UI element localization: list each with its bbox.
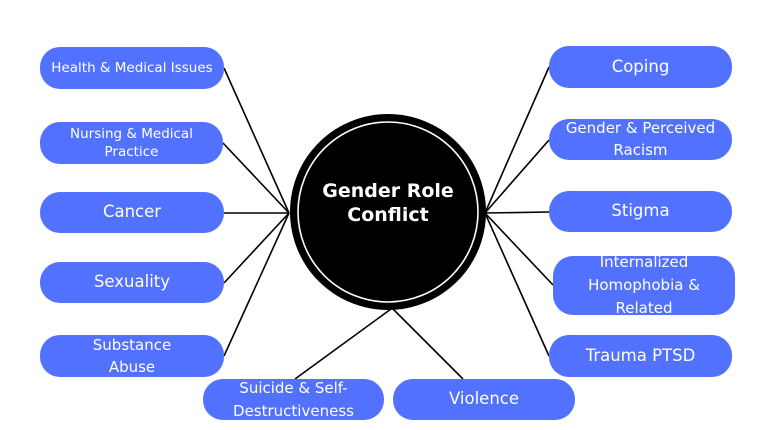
connector-sexuality [223, 212, 290, 284]
connector-coping [484, 66, 550, 214]
connector-racism [484, 139, 550, 214]
center-label-line2: Conflict [347, 203, 429, 226]
center-label-line1: Gender Role [322, 180, 454, 202]
connector-trauma [484, 212, 550, 357]
connector-substance [223, 212, 290, 357]
node-coping[interactable]: Coping [549, 46, 732, 88]
connector-stigma [484, 211, 550, 214]
node-health-medical-issues[interactable]: Health & Medical Issues [40, 47, 224, 89]
center-circle [290, 114, 486, 310]
node-suicide-self-destructiveness[interactable]: Suicide & Self-Destructiveness [203, 379, 384, 420]
node-violence[interactable]: Violence [393, 379, 575, 420]
node-cancer[interactable]: Cancer [40, 192, 224, 233]
connector-health [223, 67, 290, 214]
connector-homophobia [484, 212, 554, 286]
connector-nursing [222, 142, 290, 214]
node-stigma[interactable]: Stigma [549, 191, 732, 232]
center-topic[interactable]: Gender Role Conflict [298, 180, 478, 228]
node-sexuality[interactable]: Sexuality [40, 262, 224, 303]
connector-violence [392, 308, 464, 380]
node-trauma-ptsd[interactable]: Trauma PTSD [549, 335, 732, 377]
center-inner-ring [297, 121, 479, 303]
connector-suicide [294, 308, 392, 380]
